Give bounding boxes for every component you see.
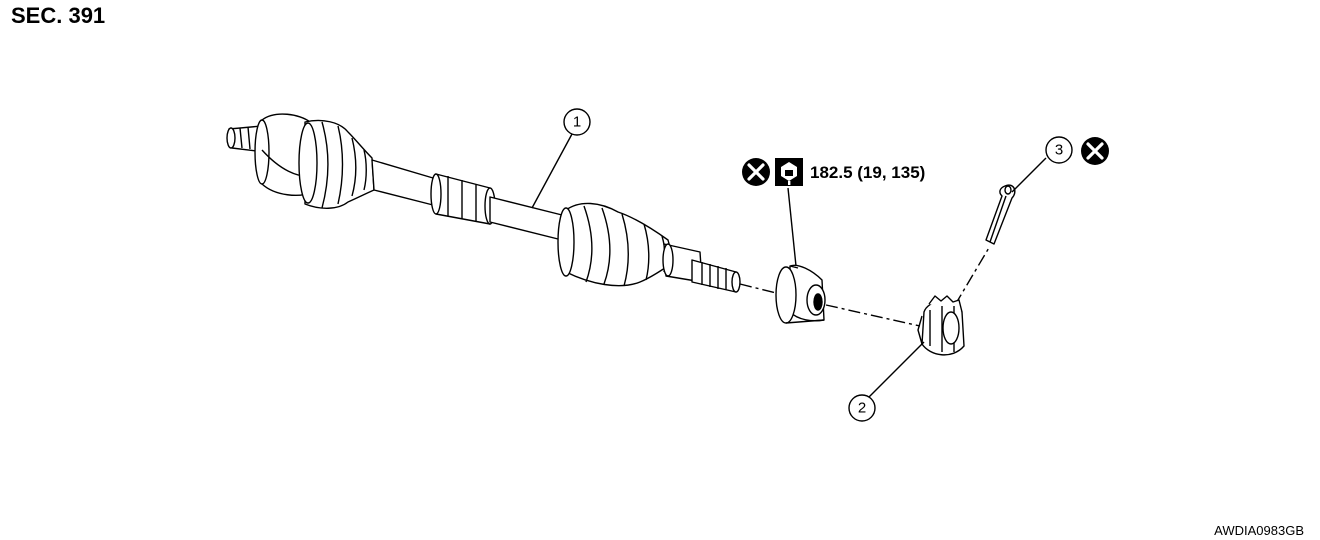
- do-not-reuse-icon: [742, 158, 770, 186]
- do-not-reuse-icon: [1081, 137, 1109, 165]
- callout-circle-1: [563, 108, 591, 136]
- dynamic-damper: [430, 173, 496, 225]
- outer-spline-stub: [691, 259, 741, 293]
- assembly-centerline: [739, 283, 781, 295]
- adjusting-cap: [917, 295, 965, 356]
- figure-id: AWDIA0983GB: [1214, 523, 1304, 538]
- shaft-section: [371, 159, 434, 206]
- leader-line-2: [867, 341, 925, 399]
- assembly-centerline: [825, 304, 921, 327]
- leader-line-3: [1011, 157, 1047, 193]
- leader-line-1: [531, 133, 573, 209]
- assembly-centerline: [954, 245, 991, 306]
- leader-line-torque: [787, 187, 797, 267]
- torque-spec-text: 182.5 (19, 135): [810, 163, 925, 182]
- callout-circle-3: [1045, 136, 1073, 164]
- outer-boot: [557, 202, 675, 287]
- drive-shaft-assembly: [226, 113, 741, 293]
- wheel-hub-lock-nut: [775, 264, 826, 324]
- torque-wrench-icon: [775, 158, 803, 186]
- inner-boot: [298, 119, 375, 209]
- cotter-pin: [985, 184, 1016, 245]
- section-title: SEC. 391: [11, 3, 106, 28]
- callout-number-1: 1: [573, 114, 581, 131]
- callout-number-3: 3: [1055, 142, 1063, 159]
- callout-number-2: 2: [858, 400, 866, 417]
- callout-circle-2: [848, 394, 876, 422]
